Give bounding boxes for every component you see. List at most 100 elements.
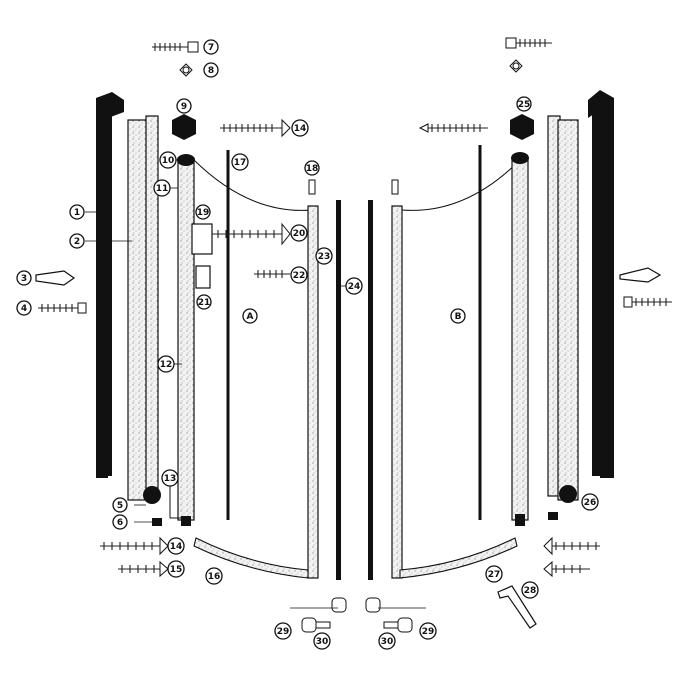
callout-17: 17 (231, 153, 249, 171)
right-seal-profile (547, 115, 579, 503)
callout-20: 20 (290, 224, 308, 242)
svg-text:4: 4 (21, 304, 27, 314)
svg-text:13: 13 (164, 474, 177, 484)
bottom-right-clip (548, 512, 558, 520)
svg-text:28: 28 (524, 586, 537, 596)
callout-14-bottom: 14 (167, 537, 185, 555)
right-wall-profile (588, 90, 614, 478)
left-glass-panel (193, 150, 313, 520)
svg-text:29: 29 (277, 627, 290, 637)
wall-plug-right (619, 267, 662, 283)
top-left-washer-8 (179, 63, 193, 77)
screw-14-top (220, 118, 291, 138)
screw-right-top (418, 123, 488, 133)
callout-13: 13 (161, 469, 179, 487)
callout-30-right: 30 (378, 632, 396, 650)
top-right-washer (509, 59, 523, 73)
svg-text:25: 25 (518, 100, 531, 110)
svg-text:2: 2 (74, 237, 80, 247)
svg-text:20: 20 (293, 229, 306, 239)
callout-21: 21 (196, 294, 212, 310)
svg-text:30: 30 (381, 637, 394, 647)
bracket-13 (169, 486, 182, 519)
callout-29-right: 29 (419, 622, 437, 640)
svg-text:1: 1 (74, 208, 80, 218)
bottom-right-screws (543, 536, 600, 578)
screw-22 (254, 270, 290, 278)
svg-text:10: 10 (162, 156, 175, 166)
callout-8: 8 (203, 62, 219, 78)
callout-22: 22 (290, 266, 308, 284)
callout-4: 4 (16, 300, 32, 316)
callout-18: 18 (304, 160, 320, 176)
svg-text:8: 8 (208, 66, 214, 76)
callout-16: 16 (205, 567, 223, 585)
svg-text:14: 14 (170, 542, 183, 552)
callout-9: 9 (176, 98, 192, 114)
svg-text:A: A (247, 312, 254, 322)
callout-2: 2 (69, 233, 85, 249)
screw-20 (212, 222, 291, 246)
center-seal-strips (336, 200, 373, 580)
bottom-left-screws (100, 536, 169, 578)
svg-text:5: 5 (117, 501, 123, 511)
left-pivot-column (177, 154, 195, 526)
svg-text:11: 11 (156, 184, 169, 194)
callout-3: 3 (16, 270, 32, 286)
svg-text:7: 7 (208, 43, 214, 53)
callout-30-left: 30 (313, 632, 331, 650)
svg-text:27: 27 (488, 570, 501, 580)
svg-text:29: 29 (422, 627, 435, 637)
left-seal-profile (127, 115, 161, 504)
callout-14-top: 14 (291, 119, 309, 137)
svg-text:17: 17 (234, 158, 247, 168)
callout-24: 24 (345, 277, 363, 295)
allen-key-27 (497, 585, 537, 629)
callout-15: 15 (167, 560, 185, 578)
top-right-screw (505, 37, 552, 49)
svg-text:12: 12 (160, 360, 173, 370)
svg-text:22: 22 (293, 271, 306, 281)
panel-label-a: A (242, 308, 258, 324)
svg-text:24: 24 (348, 282, 361, 292)
panel-label-b: B (450, 308, 466, 324)
knob-set-right (365, 597, 413, 633)
bottom-curved-seals (193, 537, 518, 579)
screw-right-mid (623, 296, 672, 308)
left-door-edge-profile (307, 179, 319, 579)
right-top-cap-25 (510, 114, 534, 140)
leader-lines (85, 159, 426, 609)
left-wall-profile (96, 92, 124, 478)
svg-text:16: 16 (208, 572, 221, 582)
right-pivot-column (511, 152, 529, 526)
knob-set-left (301, 597, 347, 633)
screw-4 (38, 302, 87, 314)
callout-29-left: 29 (274, 622, 292, 640)
svg-text:14: 14 (294, 124, 307, 134)
svg-text:23: 23 (318, 252, 331, 262)
svg-text:15: 15 (170, 565, 183, 575)
callout-28: 28 (521, 581, 539, 599)
bottom-left-clip-6 (152, 518, 162, 526)
left-top-cap-9 (172, 114, 196, 140)
wall-plug-3 (35, 270, 76, 286)
right-glass-panel (401, 145, 521, 520)
callout-1: 1 (69, 204, 85, 220)
callout-7: 7 (203, 39, 219, 55)
callout-11: 11 (153, 179, 171, 197)
svg-text:3: 3 (21, 274, 27, 284)
svg-text:18: 18 (306, 164, 319, 174)
callout-25: 25 (516, 96, 532, 112)
callout-10: 10 (159, 151, 177, 169)
callout-12: 12 (157, 355, 175, 373)
svg-text:26: 26 (584, 498, 597, 508)
svg-text:9: 9 (181, 102, 187, 112)
svg-text:30: 30 (316, 637, 329, 647)
svg-text:19: 19 (197, 208, 210, 218)
callout-19: 19 (195, 204, 211, 220)
callout-6: 6 (112, 514, 128, 530)
svg-text:21: 21 (198, 298, 211, 308)
svg-text:6: 6 (117, 518, 123, 528)
left-hinge-block (191, 223, 213, 289)
